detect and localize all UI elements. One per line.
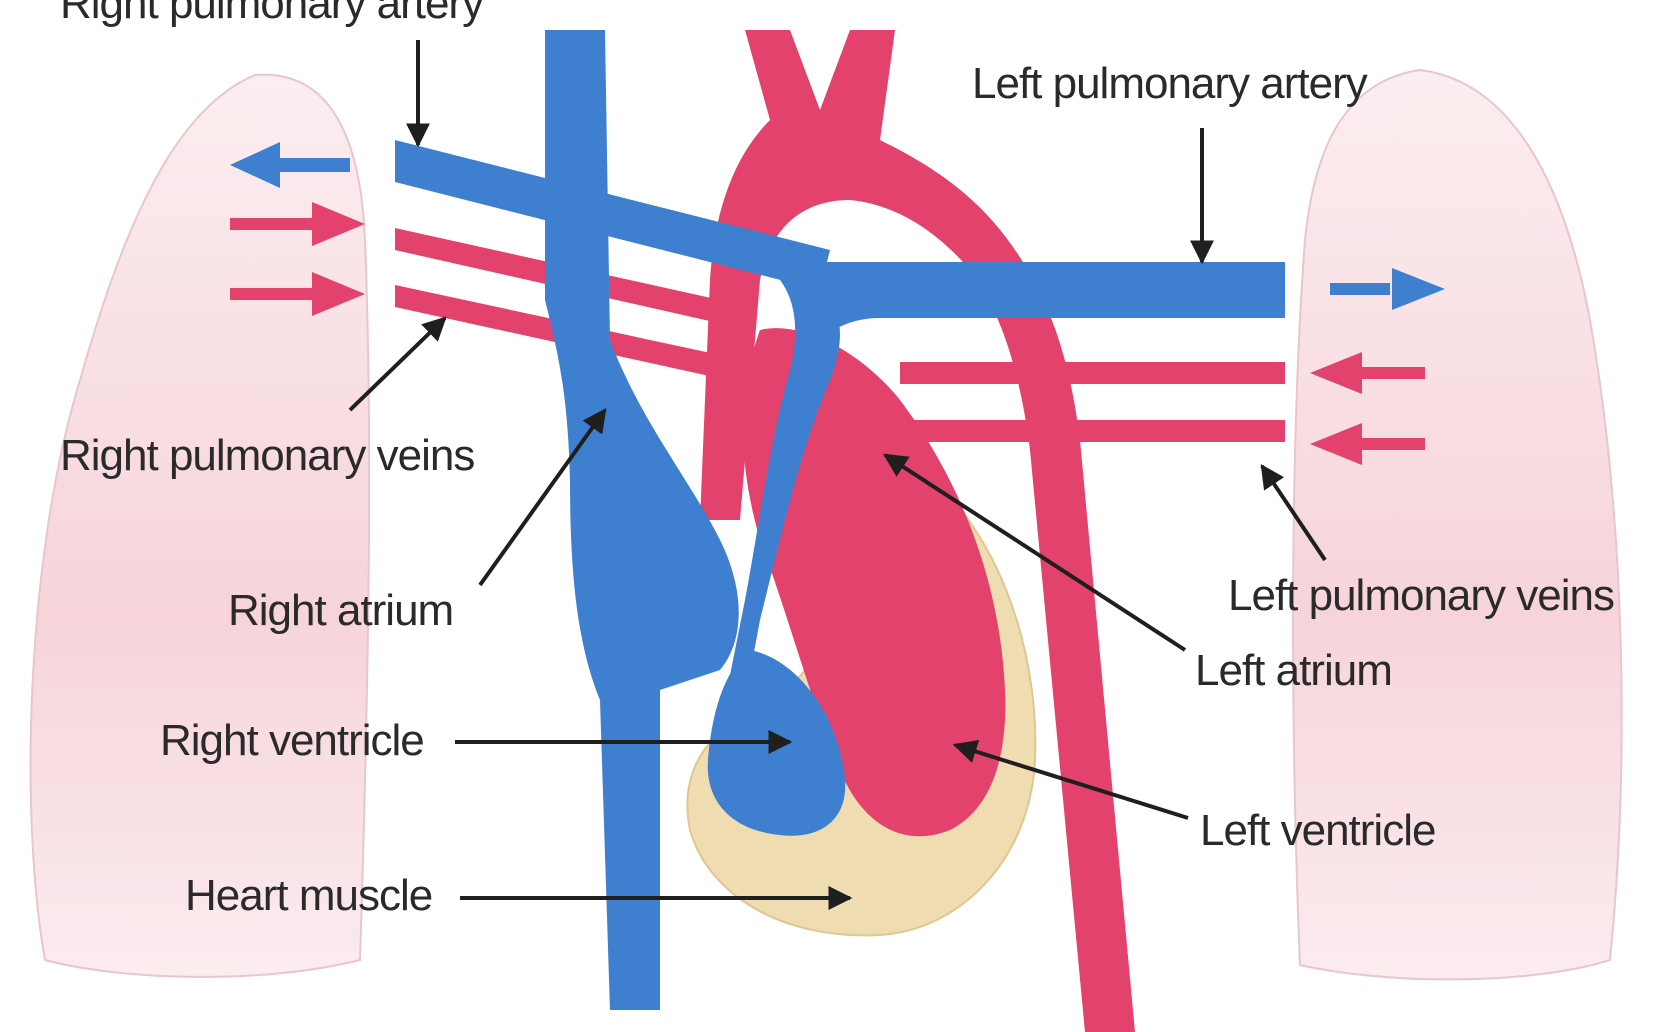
label-left-atrium: Left atrium (1195, 646, 1392, 695)
label-left-pulmonary-artery: Left pulmonary artery (972, 59, 1368, 108)
label-left-ventricle: Left ventricle (1200, 806, 1435, 855)
label-right-pulmonary-veins: Right pulmonary veins (60, 431, 474, 480)
label-right-ventricle: Right ventricle (160, 716, 424, 765)
left-pulmonary-veins (900, 362, 1285, 442)
label-left-pulmonary-veins: Left pulmonary veins (1228, 571, 1614, 620)
label-right-atrium: Right atrium (228, 586, 453, 635)
label-heart-muscle: Heart muscle (185, 871, 432, 920)
label-right-pulmonary-artery: Right pulmonary artery (60, 0, 484, 28)
